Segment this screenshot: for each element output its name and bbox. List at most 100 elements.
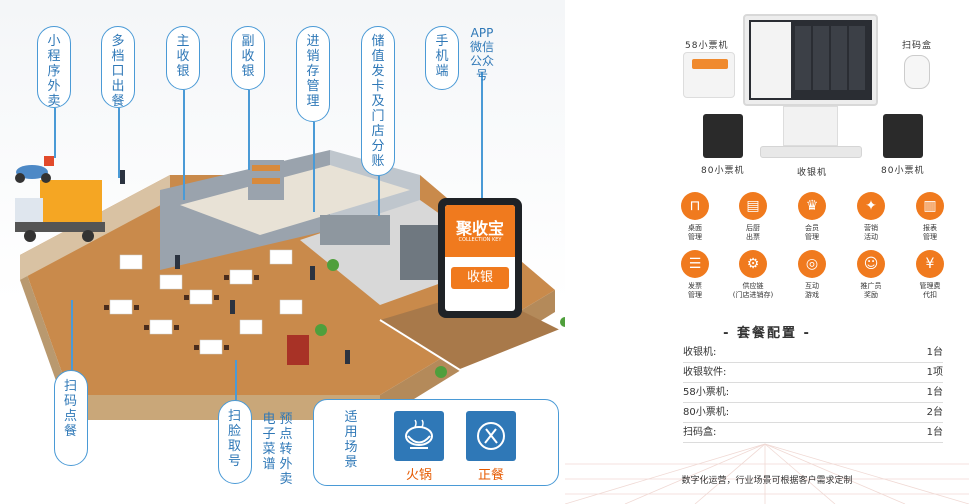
footer-note: 数字化运营，行业场景可根据客户需求定制: [681, 476, 853, 486]
config-item-qty: 2台: [926, 407, 943, 418]
connector-line: [71, 300, 73, 370]
feature-promoter-reward[interactable]: ☺ 推广员 奖励: [843, 250, 899, 300]
tablet-brand-banner: 聚收宝 COLLECTION KEY: [445, 205, 515, 257]
feature-management-fee[interactable]: ¥ 管理费 代扣: [902, 250, 958, 300]
report-icon: ▥: [916, 192, 944, 220]
feature-invoice-management[interactable]: ☰ 发票 管理: [667, 250, 723, 300]
config-item-name: 58小票机:: [683, 387, 730, 398]
label-preorder-to-delivery: 预点转外卖: [279, 412, 293, 487]
feature-label: 供应链 (门店进销存): [732, 282, 774, 299]
label-scan-to-order: 扫码点餐: [54, 370, 88, 466]
config-row: 收银软件: 1项: [683, 363, 943, 383]
pos-screen: [749, 20, 872, 100]
scene-title: 适用场景: [344, 410, 358, 470]
applicable-scenes: 适用场景 火锅 正餐: [313, 399, 559, 486]
scanner-device: [904, 55, 930, 89]
label-inventory-management: 进销存管理: [296, 26, 330, 122]
config-row: 扫码盒: 1台: [683, 423, 943, 443]
config-item-name: 80小票机:: [683, 407, 730, 418]
feature-interactive-games[interactable]: ◎ 互动 游戏: [784, 250, 840, 300]
tablet-brand-en: COLLECTION KEY: [458, 237, 502, 243]
feature-label: 桌面 管理: [688, 224, 702, 241]
printer-58-device: [683, 52, 735, 98]
label-sub-cashier: 副收银: [231, 26, 265, 90]
scene-hotpot-label: 火锅: [405, 468, 432, 483]
feature-table-management[interactable]: ⊓ 桌面 管理: [667, 192, 723, 242]
printer-80-right-device: [883, 114, 923, 158]
scene-hotpot-tile: [394, 411, 444, 461]
pos-base: [760, 146, 862, 158]
pos-stand: [783, 106, 838, 146]
printer-58-top: [692, 59, 728, 69]
package-config-title: - 套餐配置 -: [723, 326, 811, 341]
megaphone-icon: ✦: [857, 192, 885, 220]
label-face-pickup: 扫脸取号: [218, 400, 252, 484]
cutlery-icon: [477, 422, 505, 450]
floor-grid-decoration: [565, 443, 969, 504]
config-item-qty: 1台: [926, 387, 943, 398]
config-item-name: 扫码盒:: [683, 427, 717, 438]
connector-line: [313, 122, 315, 212]
feature-report-management[interactable]: ▥ 报表 管理: [902, 192, 958, 242]
feature-label: 推广员 奖励: [860, 282, 882, 299]
label-stored-value-card: 储值发卡及门店分账: [361, 26, 395, 176]
label-mobile: 手机端: [425, 26, 459, 90]
printer-icon: ▤: [739, 192, 767, 220]
feature-label: 报表 管理: [923, 224, 937, 241]
label-main-cashier: 主收银: [166, 26, 200, 90]
config-item-qty: 1项: [926, 367, 943, 378]
device-scanner-caption: 扫码盒: [902, 41, 933, 51]
label-app-wechat: APP微信公众号: [469, 26, 494, 82]
tablet-device: 聚收宝 COLLECTION KEY 收银: [438, 198, 522, 318]
feature-marketing[interactable]: ✦ 营销 活动: [843, 192, 899, 242]
config-row: 80小票机: 2台: [683, 403, 943, 423]
scene-dining-label: 正餐: [477, 468, 504, 483]
invoice-icon: ☰: [681, 250, 709, 278]
hotpot-icon: [405, 419, 433, 449]
product-panel: 58小票机 收银机 扫码盒 80小票机 80小票机 ⊓ 桌面 管理 ▤ 后: [565, 0, 969, 504]
connector-line: [235, 360, 237, 400]
feature-label: 后厨 出票: [746, 224, 760, 241]
fee-icon: ¥: [916, 250, 944, 278]
scene-dining-tile: [466, 411, 516, 461]
pos-screen-grid: [795, 26, 867, 90]
feature-label: 营销 活动: [864, 224, 878, 241]
device-80-printer-left-caption: 80小票机: [701, 166, 745, 176]
label-mini-program-delivery: 小程序外卖: [37, 26, 71, 109]
feature-member-management[interactable]: ♛ 会员 管理: [784, 192, 840, 242]
gamepad-icon: ◎: [798, 250, 826, 278]
connector-line: [54, 108, 56, 158]
device-80-printer-right-caption: 80小票机: [881, 166, 925, 176]
restaurant-isometric-illustration: [15, 150, 565, 420]
label-multi-stall-output: 多档口出餐: [101, 26, 135, 109]
tablet-brand: 聚收宝: [455, 219, 504, 238]
device-58-printer-caption: 58小票机: [685, 41, 729, 51]
connector-line: [118, 108, 120, 178]
supply-chain-icon: ⚙: [739, 250, 767, 278]
config-item-qty: 1台: [926, 347, 943, 358]
feature-supply-chain[interactable]: ⚙ 供应链 (门店进销存): [725, 250, 781, 300]
feature-kitchen-ticket[interactable]: ▤ 后厨 出票: [725, 192, 781, 242]
feature-label: 会员 管理: [805, 224, 819, 241]
device-pos-caption: 收银机: [797, 168, 828, 178]
feature-label: 发票 管理: [688, 282, 702, 299]
connector-line: [378, 176, 380, 216]
connector-line: [248, 90, 250, 170]
connector-line: [183, 90, 185, 200]
table-icon: ⊓: [681, 192, 709, 220]
printer-80-left-device: [703, 114, 743, 158]
restaurant-illustration-panel: 聚收宝 COLLECTION KEY 收银 小程序外卖 多档口出餐 主收银 副收…: [0, 0, 565, 504]
pos-terminal: [743, 14, 878, 106]
crown-icon: ♛: [798, 192, 826, 220]
promoter-icon: ☺: [857, 250, 885, 278]
config-row: 58小票机: 1台: [683, 383, 943, 403]
config-item-qty: 1台: [926, 427, 943, 438]
tablet-pay-button[interactable]: 收银: [451, 267, 509, 289]
label-e-menu: 电子菜谱: [262, 412, 276, 472]
tablet-screen: 聚收宝 COLLECTION KEY 收银: [445, 205, 515, 311]
config-item-name: 收银机:: [683, 347, 717, 358]
pos-screen-panel: [751, 22, 791, 98]
feature-label: 互动 游戏: [805, 282, 819, 299]
config-item-name: 收银软件:: [683, 367, 727, 378]
